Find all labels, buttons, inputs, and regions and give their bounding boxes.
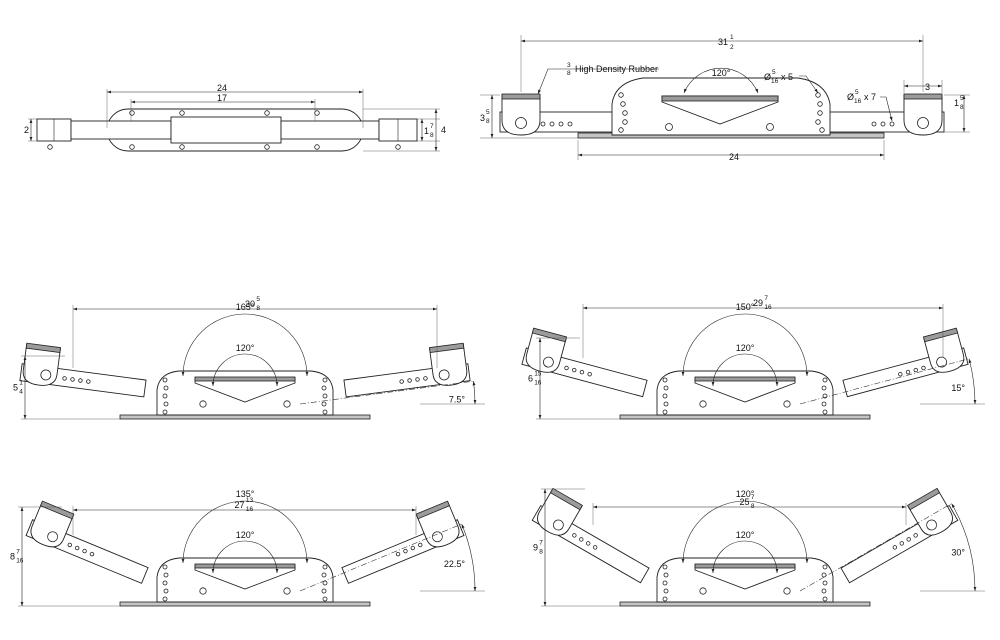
- front-view-left-dim-whole: 3: [480, 113, 485, 123]
- front-view-rubber-pad: [661, 95, 779, 102]
- config-base-plate: [119, 414, 371, 420]
- front-view-right-roller: [903, 94, 943, 136]
- top-view-left-arm: [70, 120, 172, 140]
- front-view-left-dim-den: 8: [486, 118, 490, 125]
- config-left-wing: [25, 500, 149, 584]
- config-top-dim-den: 8: [256, 305, 260, 312]
- config-height-dim-whole: 9: [533, 543, 538, 553]
- config-left-wing: [531, 487, 650, 584]
- front-view-right-dim-whole: 1: [954, 98, 959, 108]
- hole-b-count: x 7: [864, 92, 876, 102]
- config-height-dim-den: 16: [16, 558, 24, 565]
- config-inner-angle: 120°: [736, 530, 755, 540]
- config-height-dim-num: 15: [534, 371, 542, 378]
- config-top-dim-whole: 30: [245, 299, 255, 309]
- config-height-dim-whole: 6: [528, 374, 533, 384]
- config-tilt-angle: 7.5°: [449, 395, 466, 405]
- config-top-dim-num: 7: [764, 295, 768, 302]
- front-view-three-dim: 3: [925, 82, 930, 92]
- top-view-bolts: [47, 110, 401, 150]
- config-top-dim-num: 7: [751, 494, 755, 501]
- top-view-right-arm: [280, 120, 380, 140]
- hole-b-symbol: Ø: [847, 92, 854, 102]
- config-inner-angle: 120°: [736, 343, 755, 353]
- hole-a-num: 5: [772, 69, 776, 76]
- top-view-overall-dim: 24: [217, 83, 227, 93]
- front-view-left-dim-num: 5: [486, 109, 490, 116]
- top-view-height-dim: 4: [441, 125, 446, 135]
- config-top-dim-num: 5: [256, 296, 260, 303]
- top-view-center-block: [170, 116, 282, 144]
- top-view-right-dim-den: 8: [430, 132, 434, 139]
- config-right-wing: [343, 342, 471, 398]
- config-inner-angle: 120°: [236, 343, 255, 353]
- front-view-top-dim-den: 2: [730, 44, 734, 51]
- hole-a-count: x 5: [781, 72, 793, 82]
- config-outer-angle: 150°: [736, 302, 755, 312]
- config-outer-angle: 165°: [236, 302, 255, 312]
- config-tilt-angle: 15°: [951, 383, 965, 393]
- top-view-inner-dim: 17: [217, 93, 227, 103]
- config-base-plate: [119, 601, 371, 607]
- top-view-right-dim-num: 7: [430, 123, 434, 130]
- config-tilt-angle: 30°: [951, 548, 965, 558]
- config-top-dim-whole: 29: [753, 298, 763, 308]
- rubber-thickness-num: 3: [567, 62, 571, 69]
- config-top-dim-whole: 25: [740, 497, 750, 507]
- front-view-bottom-dim: 24: [729, 152, 739, 162]
- config-base-plate: [619, 414, 871, 420]
- config-base-plate: [619, 601, 871, 607]
- config-height-dim-den: 4: [19, 389, 23, 396]
- config-top-dim-whole: 27: [235, 500, 245, 510]
- config-outer-angle: 120°: [736, 489, 755, 499]
- front-view-top-dim-whole: 31: [718, 37, 728, 47]
- config-height-dim-num: 1: [19, 380, 23, 387]
- config-height-dim-num: 7: [16, 549, 20, 556]
- config-height-dim-whole: 8: [10, 552, 15, 562]
- config-top-dim-den: 8: [751, 503, 755, 510]
- config-right-wing: [341, 500, 465, 584]
- front-view: 120° 31 1 2 3 8 High Density Rubber Ø 5 …: [480, 34, 970, 162]
- config-left-wing: [521, 327, 648, 398]
- config-top-dim-num: 13: [246, 497, 254, 504]
- config-tilt-angle: 22.5°: [444, 559, 466, 569]
- top-view-left-dim: 2: [24, 125, 29, 135]
- config-right-wing: [840, 487, 959, 584]
- front-view-top-dim-num: 1: [730, 34, 734, 41]
- top-view: 24 17 2 1 7 8 4: [24, 83, 446, 152]
- hole-a-den: 16: [771, 78, 779, 85]
- front-view-angle: 120°: [712, 68, 731, 78]
- config-top-dim-den: 16: [764, 304, 772, 311]
- config-height-dim-den: 8: [539, 549, 543, 556]
- front-view-left-roller: [501, 94, 541, 136]
- config-height-dim-num: 7: [539, 540, 543, 547]
- hole-a-symbol: Ø: [764, 72, 771, 82]
- front-view-holes: [540, 92, 895, 133]
- front-view-right-dim-den: 8: [960, 104, 964, 111]
- config-inner-angle: 120°: [236, 530, 255, 540]
- hole-b-num: 5: [855, 89, 859, 96]
- config-left-wing: [19, 342, 147, 398]
- config-roller: [923, 328, 965, 373]
- config-height-dim-whole: 5: [13, 383, 18, 393]
- config-height-dim-den: 16: [534, 380, 542, 387]
- front-view-right-dim-num: 5: [960, 95, 964, 102]
- hole-b-den: 16: [854, 98, 862, 105]
- top-view-right-dim-whole: 1: [424, 126, 429, 136]
- config-top-dim-den: 16: [246, 506, 254, 513]
- config-outer-angle: 135°: [236, 489, 255, 499]
- config-right-wing: [842, 327, 969, 398]
- rubber-thickness-den: 8: [567, 70, 571, 77]
